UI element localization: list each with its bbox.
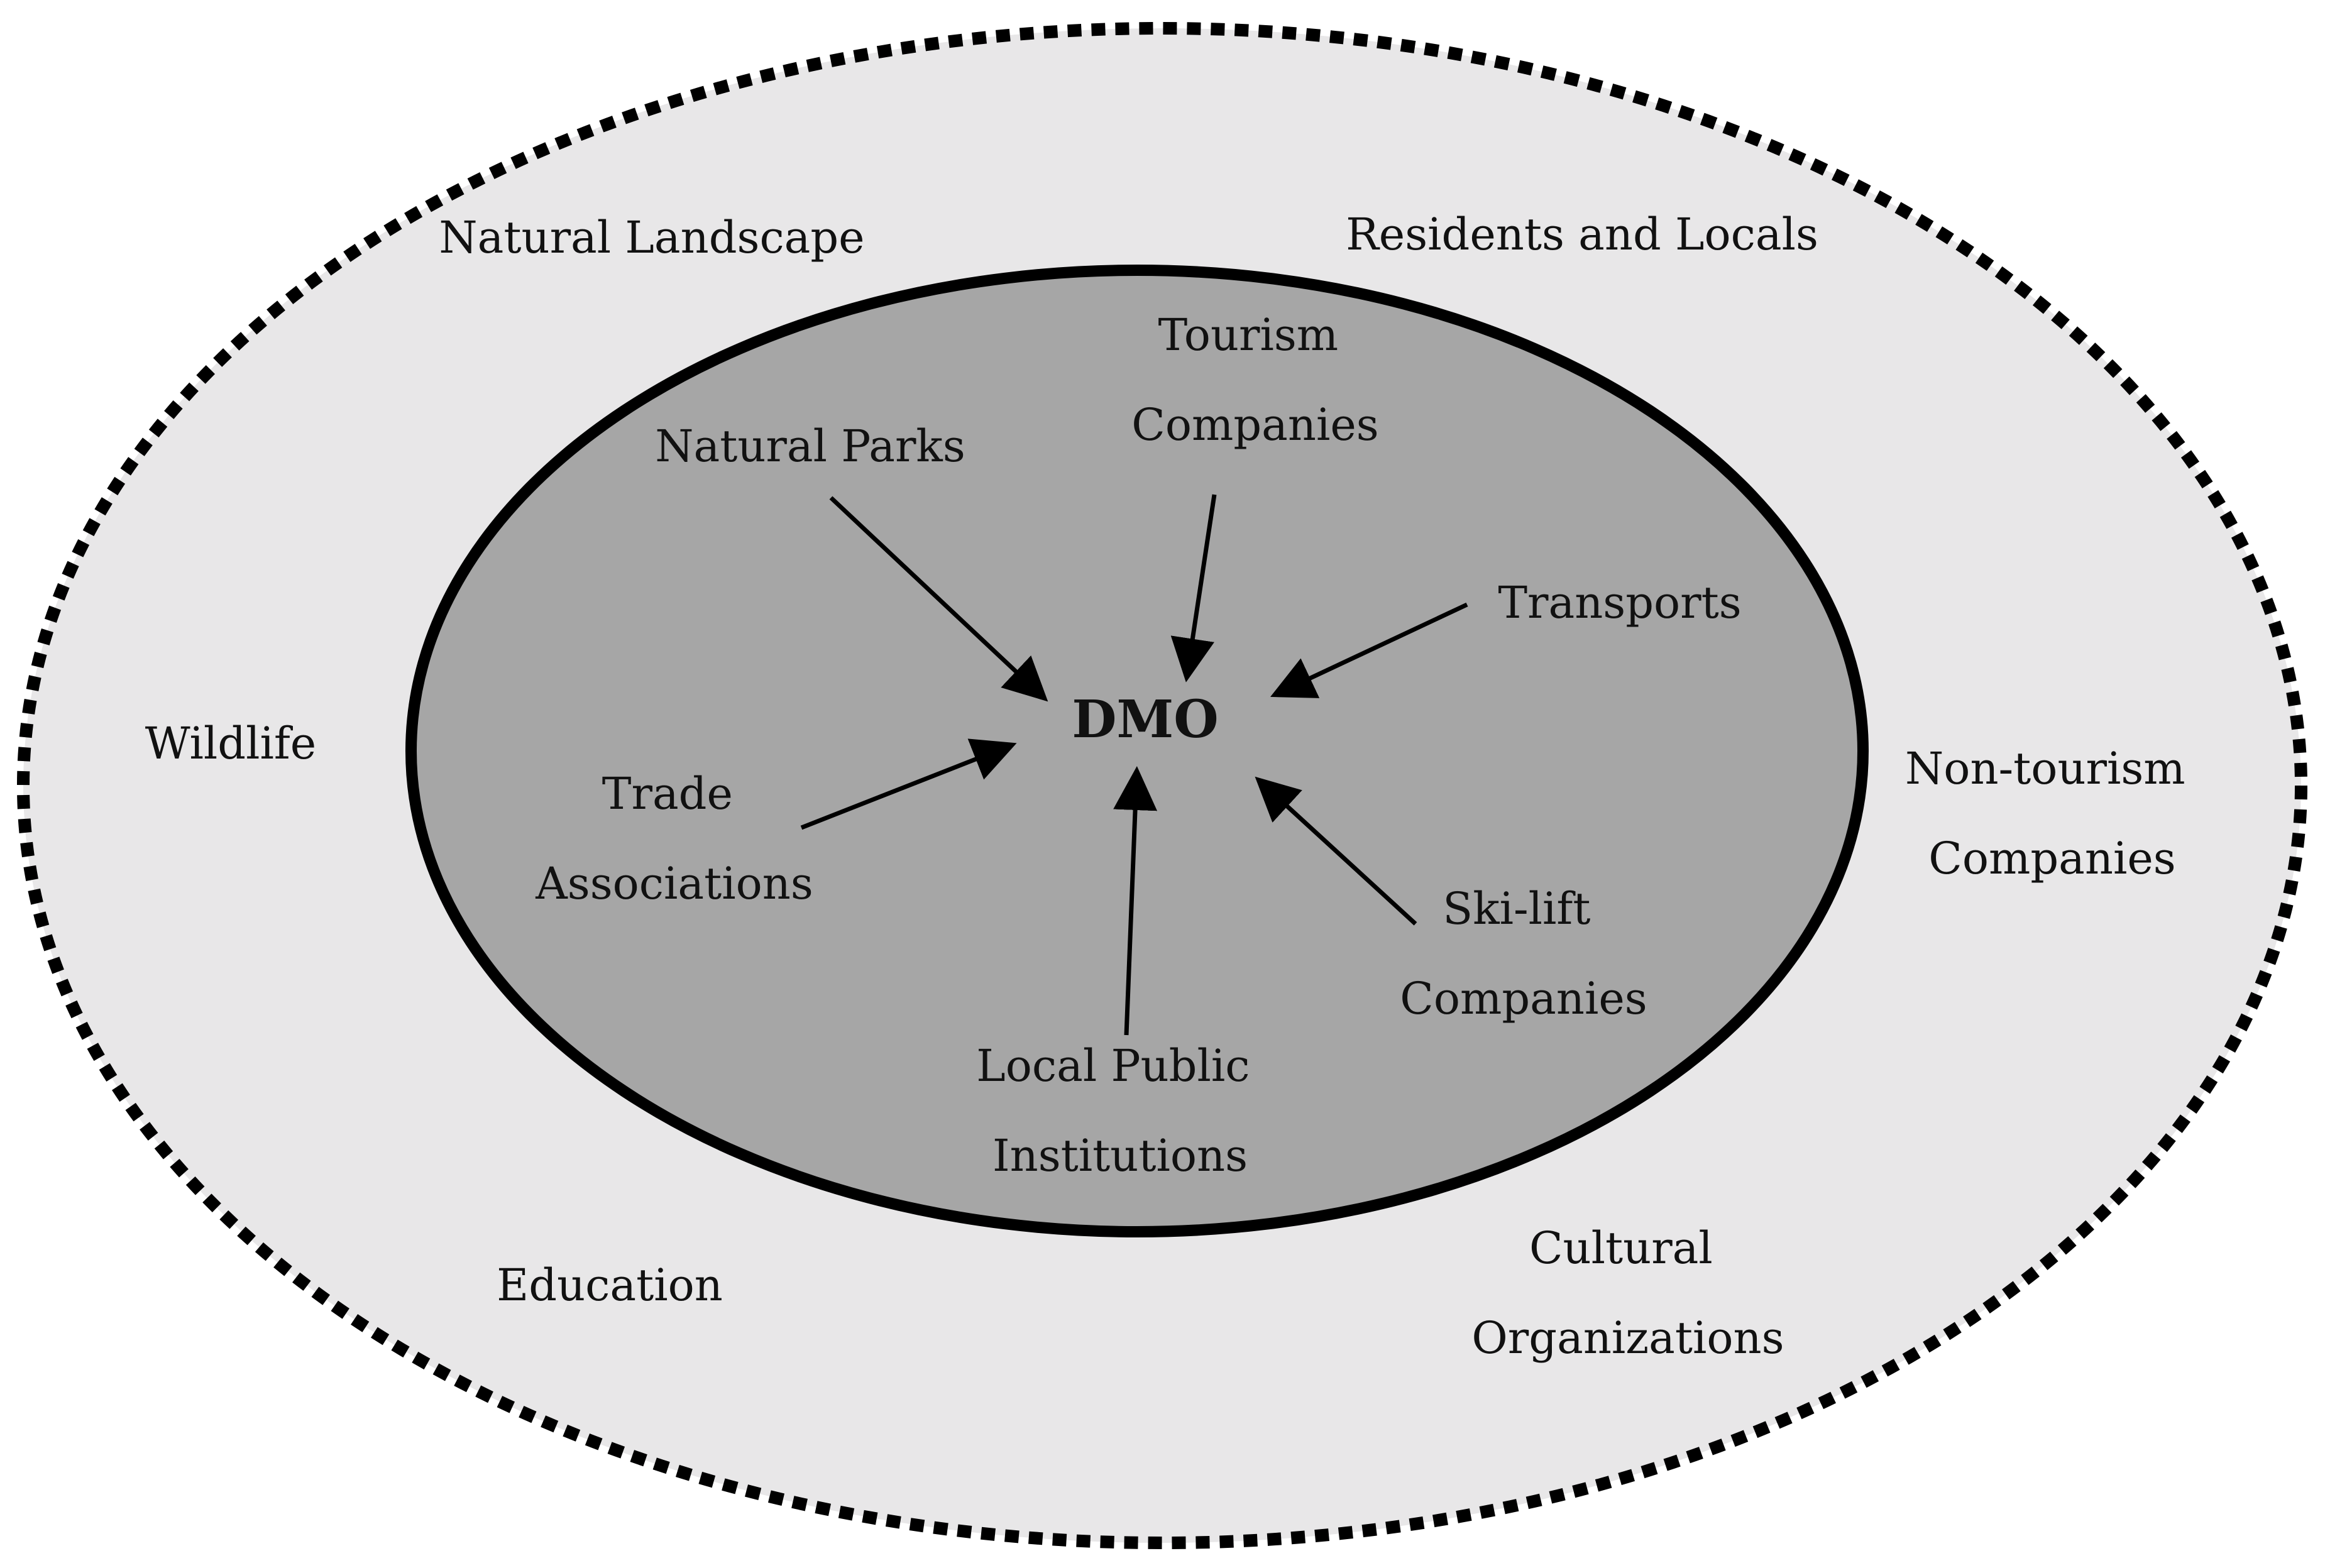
dmo-label: DMO	[1072, 689, 1218, 750]
arrow-transports	[1270, 602, 1468, 698]
inner-destination-ellipse	[405, 265, 1869, 1237]
trade-associations-line-2: Associations	[535, 858, 813, 909]
trade-associations-line-1: Trade	[602, 768, 733, 820]
tourism-companies-line-2: Companies	[1131, 399, 1378, 451]
arrow-ski-lift-companies	[1255, 776, 1417, 926]
tourism-companies-label: Tourism Companies	[1131, 309, 1378, 451]
ski-lift-companies-line-1: Ski-lift	[1443, 883, 1590, 935]
wildlife-label: Wildlife	[145, 718, 316, 769]
arrows	[800, 494, 1468, 1036]
trade-associations-label: Trade Associations	[535, 768, 813, 909]
local-public-institutions-line-2: Institutions	[992, 1130, 1248, 1181]
non-tourism-companies-label: Non-tourism Companies	[1905, 743, 2199, 884]
arrow-local-public-institutions	[1113, 766, 1158, 1036]
arrow-tourism-companies	[1170, 494, 1217, 683]
transports-label: Transports	[1498, 577, 1741, 628]
non-tourism-companies-line-2: Companies	[1928, 833, 2175, 884]
cultural-organizations-line-2: Organizations	[1471, 1312, 1784, 1364]
education-label: Education	[497, 1259, 723, 1311]
local-public-institutions-label: Local Public Institutions	[976, 1040, 1263, 1181]
arrow-natural-parks	[829, 496, 1048, 702]
cultural-organizations-line-1: Cultural	[1529, 1222, 1713, 1274]
natural-landscape-label: Natural Landscape	[439, 212, 864, 263]
natural-parks-label: Natural Parks	[655, 420, 965, 472]
local-public-institutions-line-1: Local Public	[976, 1040, 1250, 1092]
cultural-organizations-label: Cultural Organizations	[1471, 1222, 1784, 1364]
non-tourism-companies-line-1: Non-tourism	[1905, 743, 2185, 794]
tourism-companies-line-1: Tourism	[1158, 309, 1339, 361]
arrow-trade-associations	[800, 738, 1017, 830]
ski-lift-companies-line-2: Companies	[1400, 973, 1647, 1024]
ski-lift-companies-label: Ski-lift Companies	[1400, 883, 1647, 1024]
residents-and-locals-label: Residents and Locals	[1346, 209, 1818, 260]
